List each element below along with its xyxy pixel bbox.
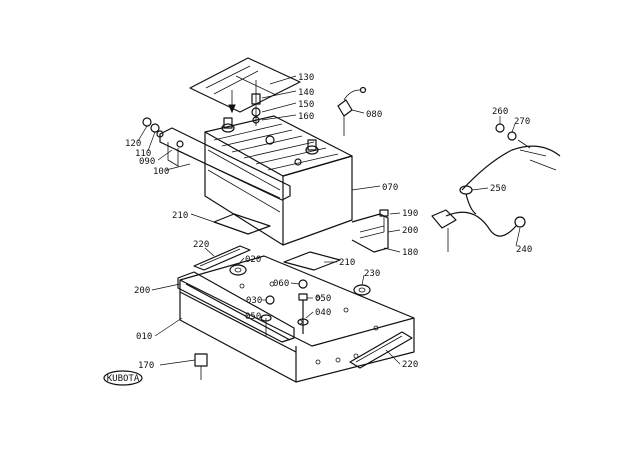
label-160: 160 — [298, 112, 314, 122]
label-170: 170 — [138, 361, 154, 371]
battery-tray-frame — [179, 255, 415, 383]
part-labels: 130 140 150 160 080 120 110 090 100 070 … — [125, 73, 532, 371]
label-180: 180 — [402, 248, 418, 258]
label-080: 080 — [366, 110, 382, 120]
leader-lines — [137, 75, 521, 366]
lower-pad — [283, 251, 341, 271]
label-270: 270 — [514, 117, 530, 127]
front-bracket-bar — [177, 271, 295, 343]
spacer — [194, 353, 208, 380]
label-130: 130 — [298, 73, 314, 83]
label-090: 090 — [139, 157, 155, 167]
label-010: 010 — [136, 332, 152, 342]
label-240: 240 — [516, 245, 532, 255]
upper-rubber-strip — [193, 245, 251, 271]
ground-cable-assembly — [431, 123, 561, 252]
label-150: 150 — [298, 100, 314, 110]
label-200-right: 200 — [402, 226, 418, 236]
kubota-logo: KUBOTA — [103, 370, 143, 386]
label-190: 190 — [402, 209, 418, 219]
label-210-upper: 210 — [172, 211, 188, 221]
label-070: 070 — [382, 183, 398, 193]
label-260: 260 — [492, 107, 508, 117]
grommet — [229, 264, 247, 276]
label-120: 120 — [125, 139, 141, 149]
battery-hold-down-bracket — [159, 127, 291, 201]
right-grommet — [353, 284, 371, 296]
battery — [204, 115, 353, 246]
label-110: 110 — [135, 149, 151, 159]
label-140: 140 — [298, 88, 314, 98]
label-040: 040 — [315, 308, 331, 318]
label-200-left: 200 — [134, 286, 150, 296]
upper-pad — [213, 213, 271, 235]
label-050-right: 050 — [315, 294, 331, 304]
label-030: 030 — [246, 296, 262, 306]
battery-cover-sheet — [189, 57, 301, 114]
stud-with-nuts — [297, 279, 309, 334]
label-100: 100 — [153, 167, 169, 177]
label-060: 060 — [273, 279, 289, 289]
label-220-upper: 220 — [193, 240, 209, 250]
cable-connector — [337, 86, 367, 136]
label-050-left: 050 — [245, 312, 261, 322]
label-020: 020 — [245, 255, 261, 265]
label-220-lower: 220 — [402, 360, 418, 370]
label-230: 230 — [364, 269, 380, 279]
lower-rubber-strip — [349, 331, 413, 369]
right-side-bracket — [351, 209, 389, 253]
label-250: 250 — [490, 184, 506, 194]
svg-text:KUBOTA: KUBOTA — [107, 374, 140, 384]
label-210-lower: 210 — [339, 258, 355, 268]
